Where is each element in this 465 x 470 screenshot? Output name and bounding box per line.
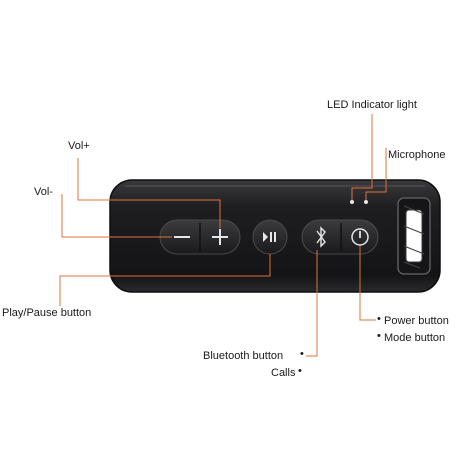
calls-bullet: •	[298, 365, 302, 377]
plus-icon[interactable]	[202, 226, 234, 248]
play-pause-label: Play/Pause button	[2, 307, 92, 319]
calls-label: Calls	[271, 367, 296, 379]
led-indicator-label: LED Indicator light	[327, 99, 417, 111]
bluetooth-icon[interactable]	[316, 226, 326, 248]
mode-label: Mode button	[384, 332, 446, 344]
power-icon[interactable]	[351, 228, 369, 246]
bluetooth-bullet: •	[300, 348, 304, 360]
power-bullet: •	[377, 313, 381, 325]
bt-power-pill	[301, 219, 379, 255]
microphone-label: Microphone	[388, 149, 446, 161]
led-indicator-dot	[350, 200, 354, 204]
play-pause-icon[interactable]	[252, 219, 288, 255]
microphone-dot	[364, 200, 368, 204]
minus-icon[interactable]	[170, 228, 200, 248]
callout-lines	[59, 114, 387, 357]
vol-minus-label: Vol-	[34, 186, 53, 198]
strap-loop	[397, 197, 431, 275]
bluetooth-label: Bluetooth button	[203, 350, 284, 362]
mode-bullet: •	[377, 330, 381, 342]
power-label: Power button	[384, 315, 449, 327]
vol-plus-label: Vol+	[68, 140, 90, 152]
